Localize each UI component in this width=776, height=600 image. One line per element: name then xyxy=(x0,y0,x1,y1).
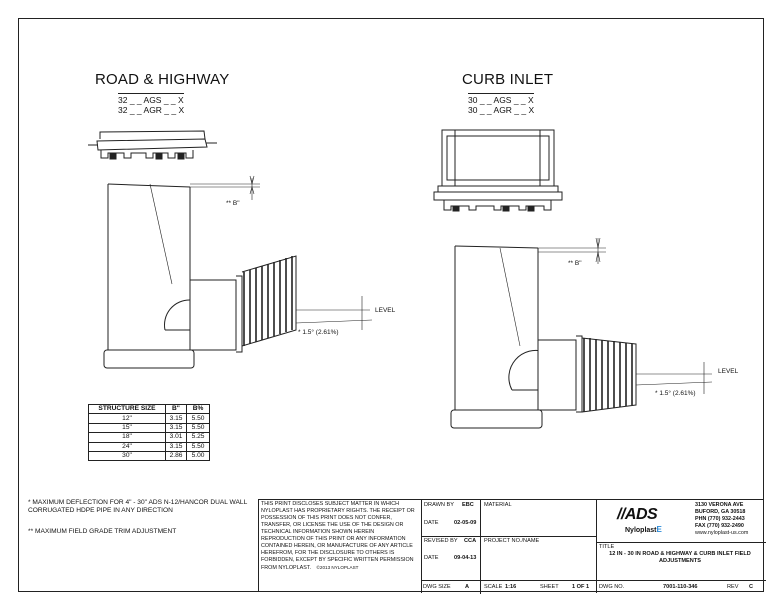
nyloplast-logo: NyloplastE xyxy=(625,525,662,534)
right-curb-hood xyxy=(433,129,563,212)
drawn-by-label: DRAWN BY xyxy=(424,502,454,508)
drawn-by-value: EBC xyxy=(462,502,474,508)
cell-size: 30" xyxy=(88,450,166,462)
right-deflection-label: * 1.5° (2.61%) xyxy=(655,390,696,397)
material-project-column: MATERIAL PROJECT NO./NAME xyxy=(480,500,597,580)
right-model-1: 30 _ _ AGS _ _ X xyxy=(468,95,534,105)
nyloplast-logo-text: Nyloplast xyxy=(625,527,657,534)
cell-b-percent: 5.00 xyxy=(186,450,210,462)
sheet-label: SHEET xyxy=(540,584,559,590)
right-b-label: ** B" xyxy=(568,260,582,267)
left-body xyxy=(103,183,195,369)
date-label-2: DATE xyxy=(424,555,439,561)
cell-size: 15" xyxy=(88,422,166,434)
cell-b: 2.86 xyxy=(165,450,187,462)
title-label: TITLE xyxy=(599,544,615,550)
cell-b: 3.15 xyxy=(165,422,187,434)
right-level-label: LEVEL xyxy=(718,368,739,375)
header-structure-size: STRUCTURE SIZE xyxy=(88,403,166,415)
website: www.nyloplast-us.com xyxy=(695,530,749,536)
cell-size: 12" xyxy=(88,413,166,424)
company-address: 3130 VERONA AVE BUFORD, GA 30518 PHN (77… xyxy=(695,502,748,537)
header-b-percent: B% xyxy=(186,403,210,415)
right-body xyxy=(450,245,546,429)
technical-drawing xyxy=(88,129,713,429)
left-dimension-lines xyxy=(190,175,373,330)
header-b-inches: B" xyxy=(165,403,187,415)
scale-label: SCALE xyxy=(484,584,503,590)
cell-size: 18" xyxy=(88,432,166,443)
left-model-1: 32 _ _ AGS _ _ X xyxy=(118,95,184,105)
address-line-1: 3130 VERONA AVE xyxy=(695,502,744,508)
date-label-1: DATE xyxy=(424,520,439,526)
divider xyxy=(597,542,766,543)
drawing-title: 12 IN - 30 IN ROAD & HIGHWAY & CURB INLE… xyxy=(609,551,751,564)
date-value-2: 09-04-13 xyxy=(454,555,477,561)
right-view-title: CURB INLET xyxy=(462,71,554,88)
dwg-no-value: 7001-110-346 xyxy=(663,584,698,590)
rev-label: REV xyxy=(727,584,739,590)
table-header-row: STRUCTURE SIZE B" B% xyxy=(88,403,210,415)
cell-b: 3.15 xyxy=(165,441,187,452)
cell-b: 3.01 xyxy=(165,432,187,443)
cell-b-percent: 5.50 xyxy=(186,422,210,434)
dwg-size-value: A xyxy=(465,584,470,590)
ads-logo-text: ADS xyxy=(624,506,658,523)
left-model-2: 32 _ _ AGR _ _ X xyxy=(118,105,185,115)
dwg-no-label: DWG NO. xyxy=(599,584,625,590)
left-deflection-label: * 1.5° (2.61%) xyxy=(298,329,339,336)
ads-logo: //ADS xyxy=(617,506,658,523)
sheet-value: 1 OF 1 xyxy=(572,584,590,590)
left-view-title: ROAD & HIGHWAY xyxy=(95,71,230,88)
address-line-2: BUFORD, GA 30518 xyxy=(695,509,746,515)
cell-b-percent: 5.50 xyxy=(186,441,210,452)
copyright-text: ©2013 NYLOPLAST xyxy=(316,565,359,570)
right-dimension-lines xyxy=(538,237,713,394)
left-grate xyxy=(88,130,217,160)
left-level-label: LEVEL xyxy=(375,307,396,314)
note-max-deflection: * MAXIMUM DEFLECTION FOR 4" - 30" ADS N-… xyxy=(28,499,248,514)
company-column: //ADS NyloplastE 3130 VERONA AVE BUFORD,… xyxy=(596,500,766,593)
divider xyxy=(481,536,597,537)
material-label: MATERIAL xyxy=(484,502,512,508)
date-value-1: 02-05-09 xyxy=(454,520,477,526)
cell-b-percent: 5.25 xyxy=(186,432,210,443)
phone-number: PHN (770) 932-2443 xyxy=(695,516,745,522)
disclaimer-text: THIS PRINT DISCLOSES SUBJECT MATTER IN W… xyxy=(261,501,415,571)
left-pipe xyxy=(189,255,297,353)
bottom-info-row: DWG SIZE A SCALE 1:16 SHEET 1 OF 1 xyxy=(421,580,596,594)
note-max-trim: ** MAXIMUM FIELD GRADE TRIM ADJUSTMENT xyxy=(28,528,177,535)
rev-value: C xyxy=(749,584,754,590)
fax-number: FAX (770) 932-2490 xyxy=(695,523,744,529)
scale-value: 1:16 xyxy=(505,584,517,590)
right-pipe xyxy=(537,335,637,413)
revised-by-value: CCA xyxy=(464,538,477,544)
cell-b: 3.15 xyxy=(165,413,187,424)
cell-size: 24" xyxy=(88,441,166,452)
dwg-size-label: DWG SIZE xyxy=(423,584,451,590)
proprietary-disclaimer: THIS PRINT DISCLOSES SUBJECT MATTER IN W… xyxy=(261,501,419,591)
divider xyxy=(422,536,481,537)
left-b-label: ** B" xyxy=(226,200,240,207)
right-model-2: 30 _ _ AGR _ _ X xyxy=(468,105,535,115)
left-model-list: 32 _ _ AGS _ _ X 32 _ _ AGR _ _ X xyxy=(118,93,185,115)
scale-sheet-cell: SCALE 1:16 SHEET 1 OF 1 xyxy=(480,581,596,594)
right-model-list: 30 _ _ AGS _ _ X 30 _ _ AGR _ _ X xyxy=(468,93,535,115)
revised-by-label: REVISED BY xyxy=(424,538,458,544)
approval-column: DRAWN BY EBC DATE 02-05-09 REVISED BY CC… xyxy=(421,500,481,593)
title-block: THIS PRINT DISCLOSES SUBJECT MATTER IN W… xyxy=(258,499,766,594)
project-label: PROJECT NO./NAME xyxy=(484,538,540,544)
cell-b-percent: 5.50 xyxy=(186,413,210,424)
dwg-no-row: DWG NO. 7001-110-346 REV C xyxy=(597,580,766,593)
